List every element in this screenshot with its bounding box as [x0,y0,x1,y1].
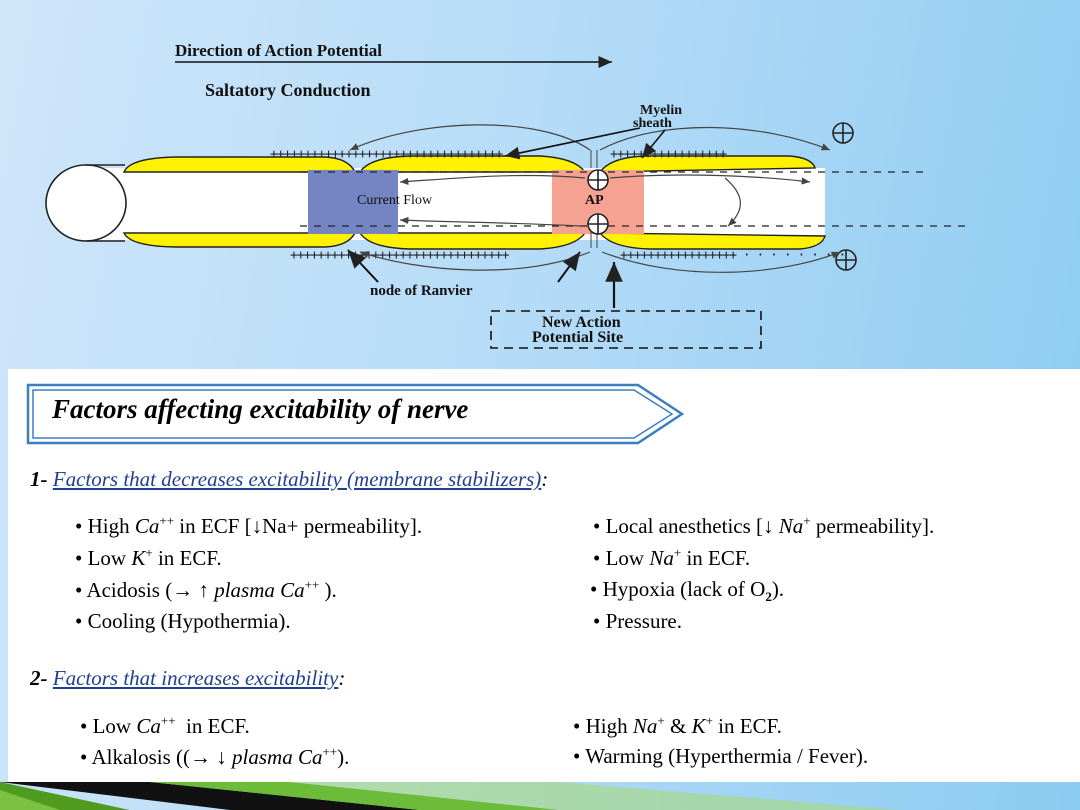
positive-charge-icon [587,213,609,235]
diagram-subtitle: Saltatory Conduction [205,80,371,100]
node-pointer [557,251,581,283]
myelin-pointer [504,127,641,160]
ap-label: AP [585,193,604,208]
list-item: • Alkalosis ((→ ↓ plasma Ca++). [80,744,350,769]
myelin-label-line2: sheath [633,116,672,131]
charge-row-bottom: ++++++++++++++++++++++++++++++++ [290,248,510,263]
saltatory-conduction-diagram: Direction of Action Potential Saltatory … [45,41,970,349]
myelin-pointer [641,129,666,159]
current-flow-label: Current Flow [357,193,433,208]
new-site-line1: New Action [542,314,621,331]
list-item: • High Na+ & K+ in ECF. [573,713,782,738]
current-flow-arrow [601,251,841,273]
current-flow-arrow [724,177,741,227]
section1-heading-link[interactable]: Factors that decreases excitability (mem… [52,467,542,491]
title-banner [26,383,685,445]
depolarized-node-region [308,170,398,234]
positive-charge-icon [835,249,857,271]
axon-body [85,168,825,240]
list-item: • Pressure. [593,609,683,633]
node-pointer [347,249,379,283]
list-item: • Acidosis (→ ↑ plasma Ca++ ). [75,577,337,602]
section2-heading: 2- Factors that increases excitability: [30,666,345,691]
charge-row-top: ++++++++++++++++++++++++++++++++++ [270,147,503,162]
new-site-line2: Potential Site [532,329,623,346]
list-item: • Cooling (Hypothermia). [75,609,291,633]
myelin-label-line1: Myelin [640,103,682,118]
myelin-segment-bottom-1 [122,232,357,248]
list-item: • High Ca++ in ECF [↓Na+ permeability]. [75,513,423,538]
section2-number: 2- [30,666,48,690]
section1-heading: 1- Factors that decreases excitability (… [30,467,548,492]
myelin-segment-bottom-2 [358,232,587,250]
myelin-segment-top-2 [358,155,587,173]
myelin-segment-top-1 [122,156,357,173]
myelin-segment-bottom-3 [598,232,826,250]
myelin-segment-top-3 [598,155,816,173]
new-action-potential-site-box [490,310,762,349]
section2-suffix: : [338,666,346,690]
axon-end-ellipse [45,164,127,242]
section1-number: 1- [30,467,48,491]
slide-title: Factors affecting excitability of nerve [52,394,469,424]
current-flow-arrow [349,124,591,151]
positive-charge-icon [832,122,854,144]
charge-row-bottom-right: +++++++++++++++++ · · · · · · · · [620,248,845,263]
bottom-decoration [0,782,900,810]
node-of-ranvier-label: node of Ranvier [370,283,473,299]
list-item: • Low Ca++ in ECF. [80,713,250,738]
current-flow-arrow [359,251,591,271]
current-flow-arrow [399,174,586,186]
section1-suffix: : [541,467,549,491]
list-item: • Hypoxia (lack of O2). [590,577,785,605]
list-item: • Low Na+ in ECF. [593,545,751,570]
current-flow-arrow [599,126,831,151]
section2-heading-link[interactable]: Factors that increases excitability [52,666,339,690]
list-item: • Low K+ in ECF. [75,545,222,570]
current-flow-arrow [609,174,811,185]
positive-charge-icon [587,169,609,191]
current-flow-arrow [399,216,581,227]
list-item: • Local anesthetics [↓ Na+ permeability]… [593,513,935,538]
charge-row-top-right: +++++++++++++++++ [610,147,727,162]
list-item: • Warming (Hyperthermia / Fever). [573,744,869,768]
direction-label: Direction of Action Potential [175,41,382,60]
